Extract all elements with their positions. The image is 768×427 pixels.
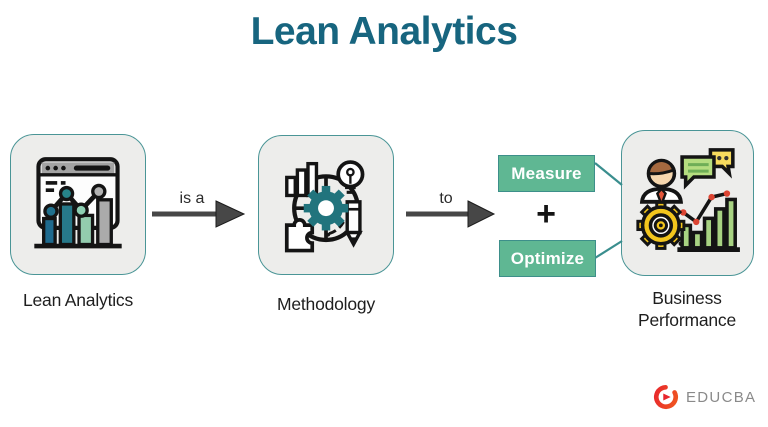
diagram-title: Lean Analytics <box>250 10 518 53</box>
node-label-lean-analytics: Lean Analytics <box>22 290 134 310</box>
educba-logo: EDUCBA <box>652 383 756 411</box>
educba-logo-icon <box>653 384 679 410</box>
arrow-label-to: to <box>439 190 453 207</box>
measure-connector-line <box>594 162 623 186</box>
optimize-connector-line <box>594 240 623 259</box>
optimize-button: Optimize <box>499 240 596 277</box>
analytics-dashboard-icon <box>34 156 122 248</box>
measure-button: Measure <box>498 155 595 192</box>
business-performance-icon <box>635 148 740 252</box>
educba-logo-text: EDUCBA <box>686 388 757 406</box>
node-label-business-performance: Business Performance <box>638 288 736 331</box>
methodology-gear-icon <box>284 160 365 253</box>
plus-sign: + <box>536 195 556 233</box>
node-label-methodology: Methodology <box>276 294 375 314</box>
flow-node-methodology <box>258 135 394 275</box>
arrow-label-is-a: is a <box>179 190 205 207</box>
flow-node-lean-analytics <box>10 134 146 275</box>
flow-node-business-performance <box>621 130 754 276</box>
